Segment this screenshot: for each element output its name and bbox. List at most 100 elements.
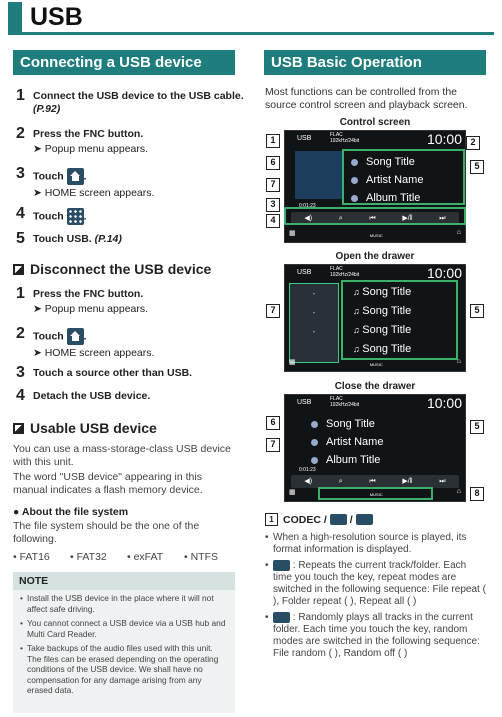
album-title: Album Title: [345, 189, 423, 207]
artist-name: Artist Name: [305, 433, 383, 451]
close-drawer-title: Close the drawer: [334, 381, 416, 392]
highlight-track-info: [342, 149, 465, 205]
connect-step-5: 5 Touch USB. (P.14): [16, 230, 122, 247]
callout-1: 1: [266, 134, 280, 148]
play-time: 0:01:23: [299, 203, 316, 209]
song-title: Song Title: [305, 415, 383, 433]
grid-icon[interactable]: ▦: [289, 230, 296, 237]
play-pause-icon[interactable]: ▶/‖: [402, 478, 413, 485]
fs-item: • exFAT: [127, 551, 164, 563]
prev-icon[interactable]: ⏮: [369, 215, 376, 222]
note-item: You cannot connect a USB device via a US…: [20, 618, 229, 639]
usable-para-1: You can use a mass-storage-class USB dev…: [13, 443, 231, 468]
grid-icon[interactable]: ▦: [289, 359, 296, 366]
disconnect-step-1: 1 Press the FNC button.➤ Popup menu appe…: [16, 285, 149, 316]
callout-3: 3: [266, 198, 280, 212]
callout-6: 6: [266, 416, 280, 430]
basic-op-heading: USB Basic Operation: [264, 50, 486, 75]
folder-panel[interactable]: - - -: [289, 283, 339, 363]
note-heading: NOTE: [13, 572, 235, 590]
highlight-drawer-handle: [318, 487, 433, 500]
page-title-bar: USB: [8, 2, 494, 35]
connect-step-2: 2 Press the FNC button.➤ Popup menu appe…: [16, 125, 149, 156]
track-list[interactable]: Song Title Song Title Song Title Song Ti…: [345, 283, 457, 359]
codec-item: : Repeats the current track/folder. Each…: [265, 560, 487, 608]
codec-item: : Randomly plays all tracks in the curre…: [265, 612, 487, 660]
callout-7: 7: [266, 438, 280, 452]
list-item[interactable]: Song Title: [345, 283, 457, 302]
codec-list: When a high-resolution source is played,…: [265, 532, 487, 664]
control-screen-title: Control screen: [339, 117, 411, 128]
repeat-key-icon: [273, 560, 290, 571]
codec-item: When a high-resolution source is played,…: [265, 532, 487, 556]
grid-icon: [66, 208, 84, 225]
prev-icon[interactable]: ⏮: [369, 478, 376, 485]
highlight-control-bar: [284, 207, 466, 225]
callout-5: 5: [470, 420, 484, 434]
repeat-key-icon: [329, 514, 347, 525]
fs-item: • FAT16: [13, 551, 50, 563]
usable-heading: Usable USB device: [13, 420, 157, 436]
home-icon[interactable]: ⌂: [456, 229, 461, 236]
album-title: Album Title: [305, 451, 383, 469]
callout-5: 5: [470, 160, 484, 174]
home-icon[interactable]: ⌂: [456, 358, 461, 365]
grid-icon[interactable]: ▦: [289, 489, 296, 496]
random-key-icon: [273, 612, 290, 624]
connect-step-3: 3 Touch .➤ HOME screen appears.: [16, 165, 155, 200]
open-drawer-title: Open the drawer: [335, 251, 415, 262]
next-icon[interactable]: ⏭: [439, 478, 446, 485]
fs-heading: ● About the file system: [13, 506, 129, 518]
callout-5: 5: [470, 304, 484, 318]
play-time: 0:01:23: [299, 467, 316, 473]
fs-list: • FAT16 • FAT32 • exFAT • NTFS: [13, 551, 241, 563]
next-icon[interactable]: ⏭: [439, 215, 446, 222]
home-icon: [66, 328, 84, 345]
disconnect-heading: Disconnect the USB device: [13, 261, 211, 277]
callout-7: 7: [266, 178, 280, 192]
volume-icon[interactable]: ◀): [304, 215, 313, 222]
disconnect-step-2: 2 Touch .➤ HOME screen appears.: [16, 325, 155, 360]
volume-icon[interactable]: ◀): [304, 478, 313, 485]
song-title: Song Title: [345, 153, 423, 171]
connect-step-1: 1 Connect the USB device to the USB cabl…: [16, 87, 244, 116]
page-title: USB: [30, 3, 83, 31]
codec-heading: 1 CODEC / /: [265, 513, 373, 526]
home-icon[interactable]: ⌂: [456, 488, 461, 495]
home-icon: [66, 168, 84, 185]
heading-box-icon: [13, 263, 24, 275]
connect-step-4: 4 Touch .: [16, 206, 87, 225]
intro-para: Most functions can be controlled from th…: [265, 86, 468, 111]
highlight-track-list: [341, 280, 458, 360]
note-box: NOTE Install the USB device in the place…: [13, 572, 235, 713]
random-key-icon: [355, 514, 373, 525]
title-mark: [8, 2, 22, 32]
control-bar[interactable]: ◀) ⌕ ⏮ ▶/‖ ⏭: [291, 212, 459, 225]
list-item[interactable]: Song Title: [345, 321, 457, 340]
disconnect-step-3: 3 Touch a source other than USB.: [16, 364, 193, 381]
heading-box-icon: [13, 422, 24, 434]
callout-4: 4: [266, 214, 280, 228]
list-item[interactable]: Song Title: [345, 302, 457, 321]
fs-item: • FAT32: [70, 551, 107, 563]
album-art: [295, 151, 343, 199]
callout-2: 2: [466, 136, 480, 150]
disconnect-step-4: 4 Detach the USB device.: [16, 387, 151, 404]
callout-8: 8: [470, 487, 484, 501]
play-pause-icon[interactable]: ▶/‖: [402, 215, 413, 222]
list-item[interactable]: Song Title: [345, 340, 457, 359]
codec-number: 1: [265, 513, 278, 526]
artist-name: Artist Name: [345, 171, 423, 189]
callout-6: 6: [266, 156, 280, 170]
callout-7: 7: [266, 304, 280, 318]
search-icon[interactable]: ⌕: [338, 478, 343, 485]
search-icon[interactable]: ⌕: [338, 215, 343, 222]
fs-para: The file system should be the one of the…: [13, 520, 200, 545]
control-bar[interactable]: ◀) ⌕ ⏮ ▶/‖ ⏭: [291, 475, 459, 488]
note-item: Take backups of the audio files used wit…: [20, 643, 229, 696]
connect-heading: Connecting a USB device: [13, 50, 235, 75]
note-item: Install the USB device in the place wher…: [20, 593, 229, 614]
fs-item: • NTFS: [184, 551, 219, 563]
